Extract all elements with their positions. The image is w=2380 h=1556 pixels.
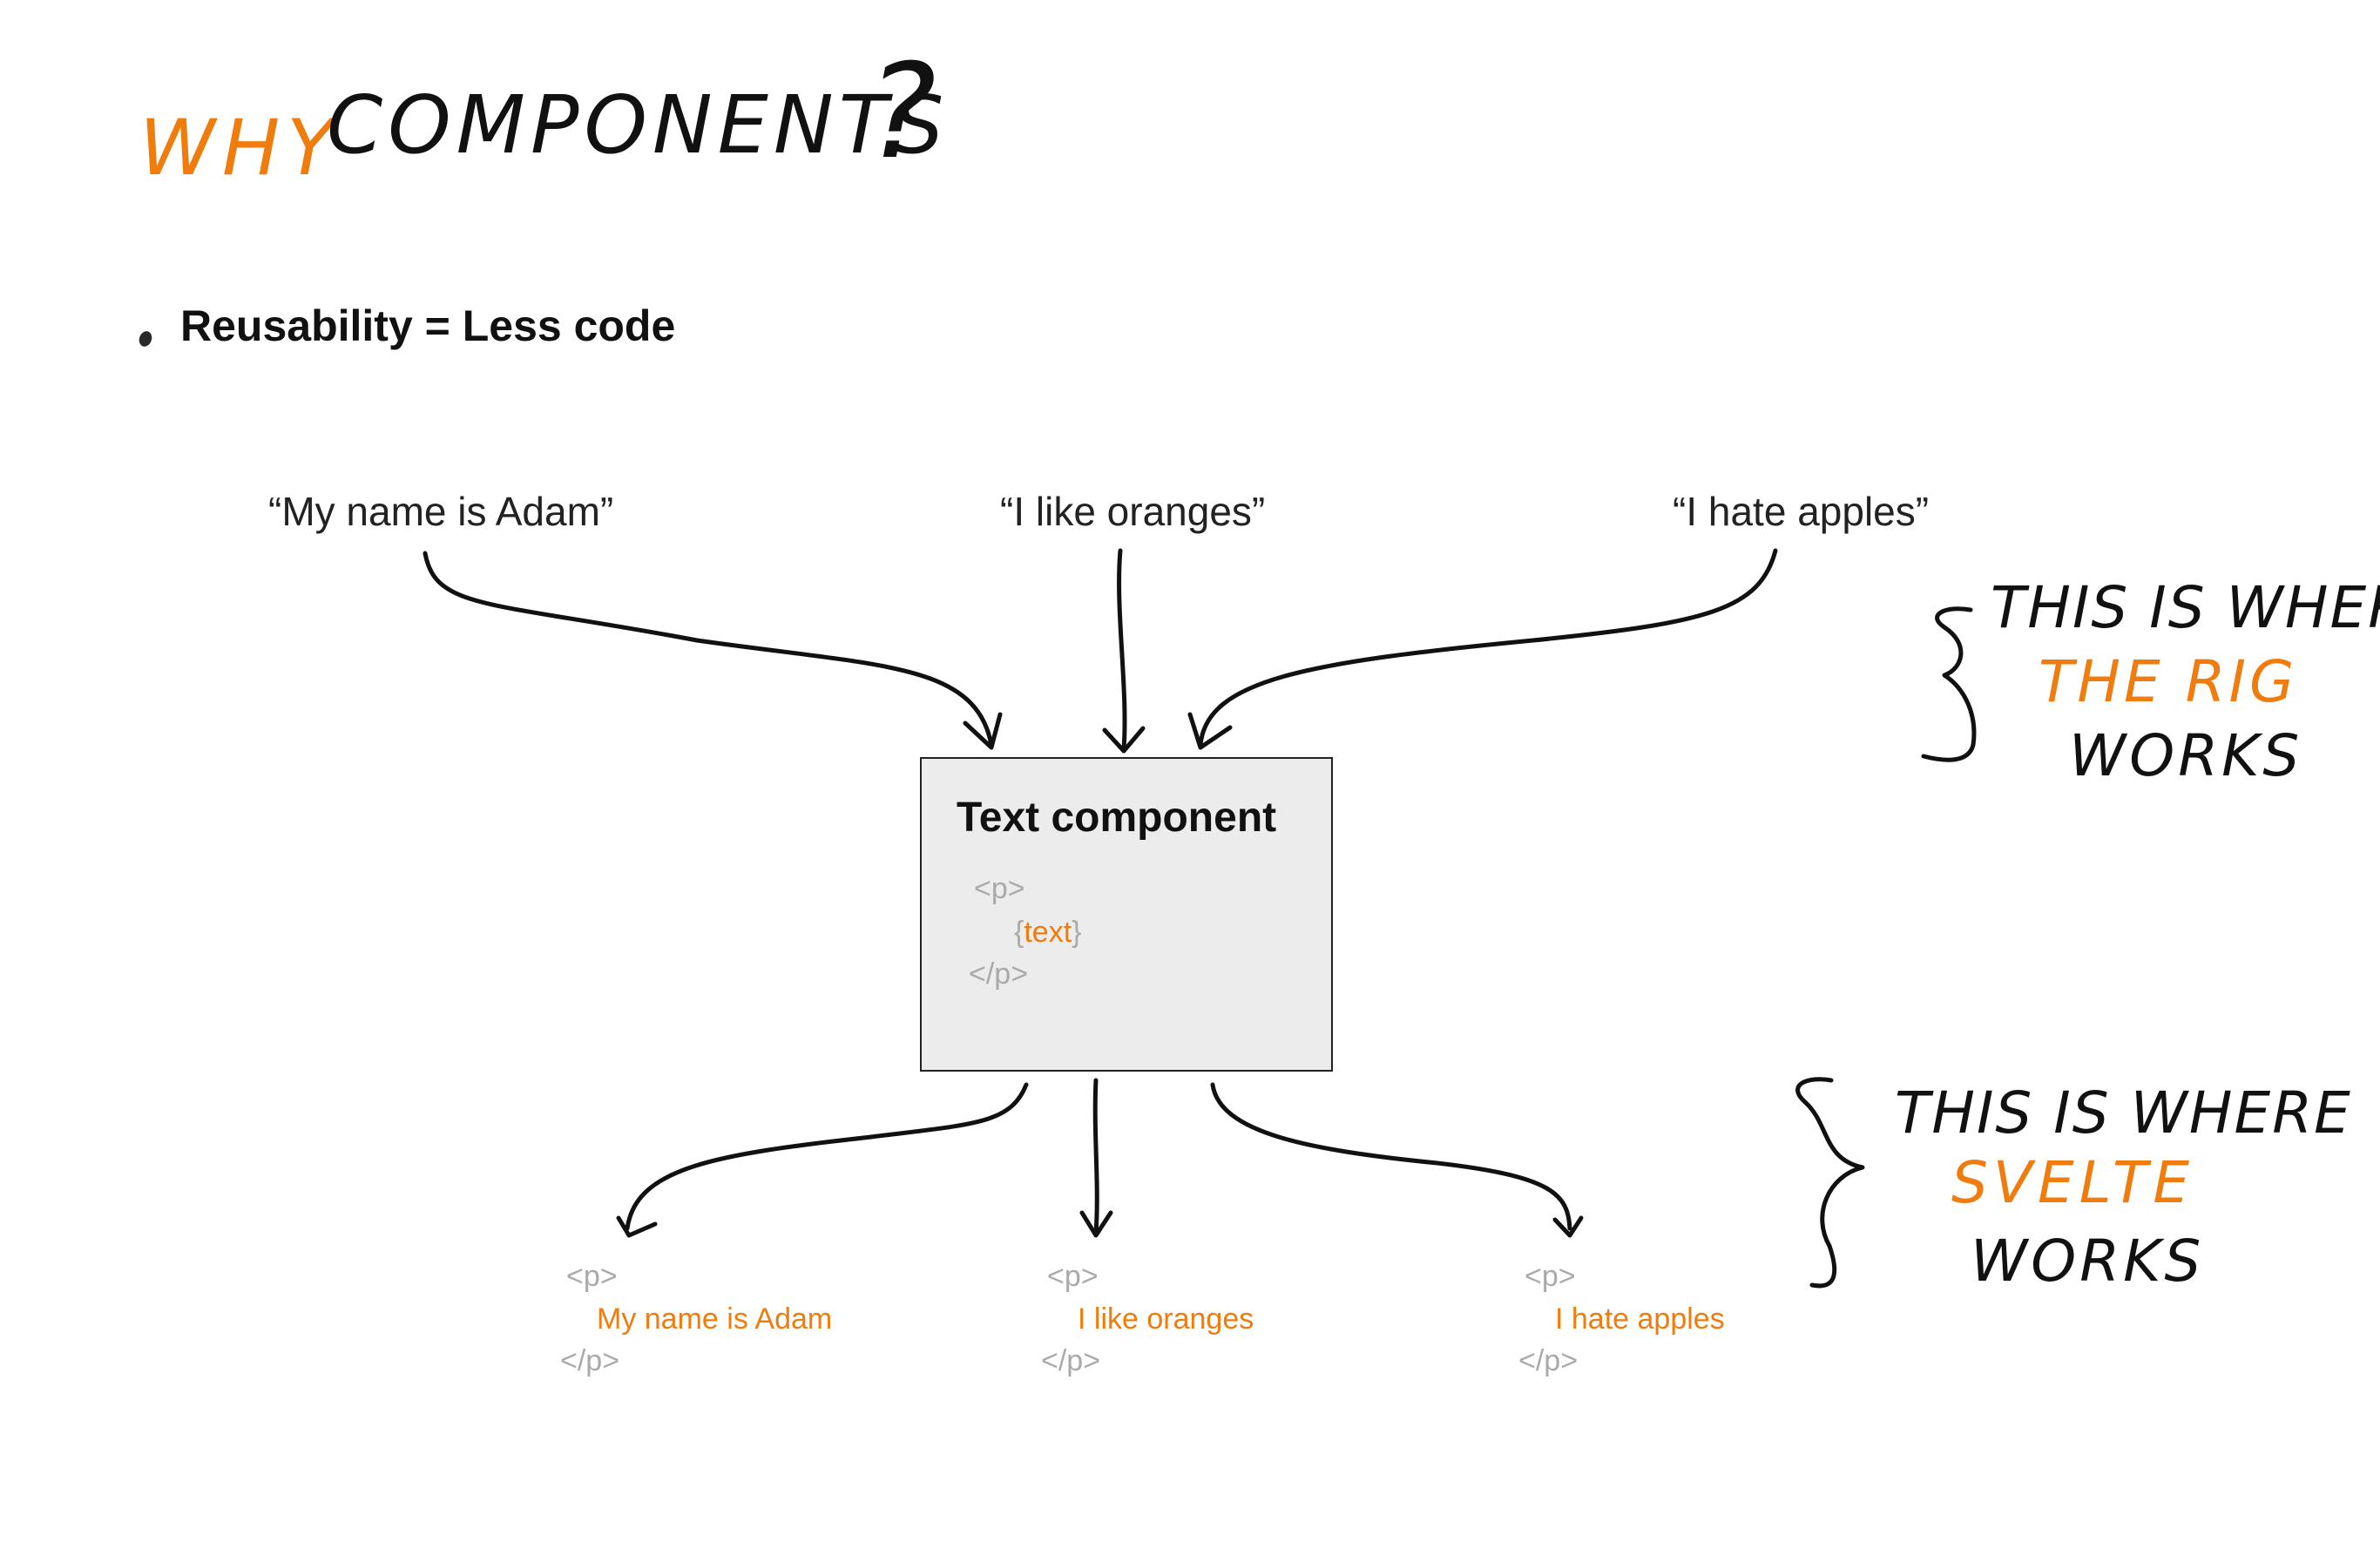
component-title: Text component: [957, 795, 1277, 841]
note-svelte-line2: SVELTE: [1951, 1149, 2194, 1216]
note-rig-line3: WORKS: [2069, 722, 2302, 789]
input-quote-3: “I hate apples”: [1673, 489, 1930, 534]
output-3-open: <p>: [1525, 1260, 1576, 1293]
note-svelte: THIS IS WHERE SVELTE WORKS: [1895, 1079, 2352, 1295]
note-rig: THIS IS WHERE THE RIG WORKS: [1991, 574, 2380, 789]
note-rig-line1: THIS IS WHERE: [1991, 574, 2380, 641]
bullet-reusability: Reusability = Less code: [180, 301, 676, 350]
brace-rig: [1921, 606, 1977, 762]
title-area: WHY COMPONENTS ?: [139, 37, 949, 193]
title-question-mark: ?: [867, 37, 936, 188]
output-1-close: </p>: [560, 1344, 620, 1377]
note-svelte-line3: WORKS: [1971, 1228, 2204, 1295]
arrow-input-2: [1117, 548, 1127, 752]
output-2-open: <p>: [1047, 1260, 1099, 1293]
code-open-tag: <p>: [974, 872, 1025, 905]
note-rig-line2: THE RIG: [2039, 648, 2297, 715]
arrow-output-1-head: [616, 1215, 658, 1238]
note-svelte-line1: THIS IS WHERE: [1895, 1079, 2352, 1147]
output-2-text: I like oranges: [1078, 1302, 1254, 1336]
arrow-output-2: [1092, 1078, 1099, 1235]
arrow-input-3-head: [1187, 712, 1233, 750]
text-component-box: Text component <p> {text} </p>: [920, 757, 1333, 1072]
title-components: COMPONENTS: [327, 78, 949, 172]
arrow-output-3-head: [1552, 1215, 1584, 1238]
code-var-text: text: [1024, 916, 1072, 949]
output-1-open: <p>: [566, 1260, 618, 1293]
output-1-text: My name is Adam: [597, 1302, 833, 1336]
code-text-var: {text}: [1014, 916, 1082, 950]
arrow-output-3: [1210, 1082, 1572, 1231]
output-2-close: </p>: [1041, 1344, 1101, 1377]
title-why: WHY: [139, 103, 341, 193]
code-brace-open: {: [1014, 916, 1024, 949]
output-3-text: I hate apples: [1555, 1302, 1725, 1336]
arrow-input-2-head: [1102, 726, 1146, 754]
code-brace-close: }: [1072, 916, 1082, 949]
arrow-input-1-head: [963, 712, 1003, 750]
brace-svelte: [1795, 1077, 1865, 1289]
arrow-output-2-head: [1079, 1210, 1113, 1238]
arrow-output-1: [625, 1082, 1029, 1231]
input-quote-1: “My name is Adam”: [268, 489, 614, 534]
code-close-tag: </p>: [969, 957, 1029, 991]
arrow-input-1: [423, 551, 994, 748]
input-quote-2: “I like oranges”: [1000, 489, 1266, 534]
output-3-close: </p>: [1518, 1344, 1579, 1377]
arrow-input-3: [1198, 548, 1778, 748]
